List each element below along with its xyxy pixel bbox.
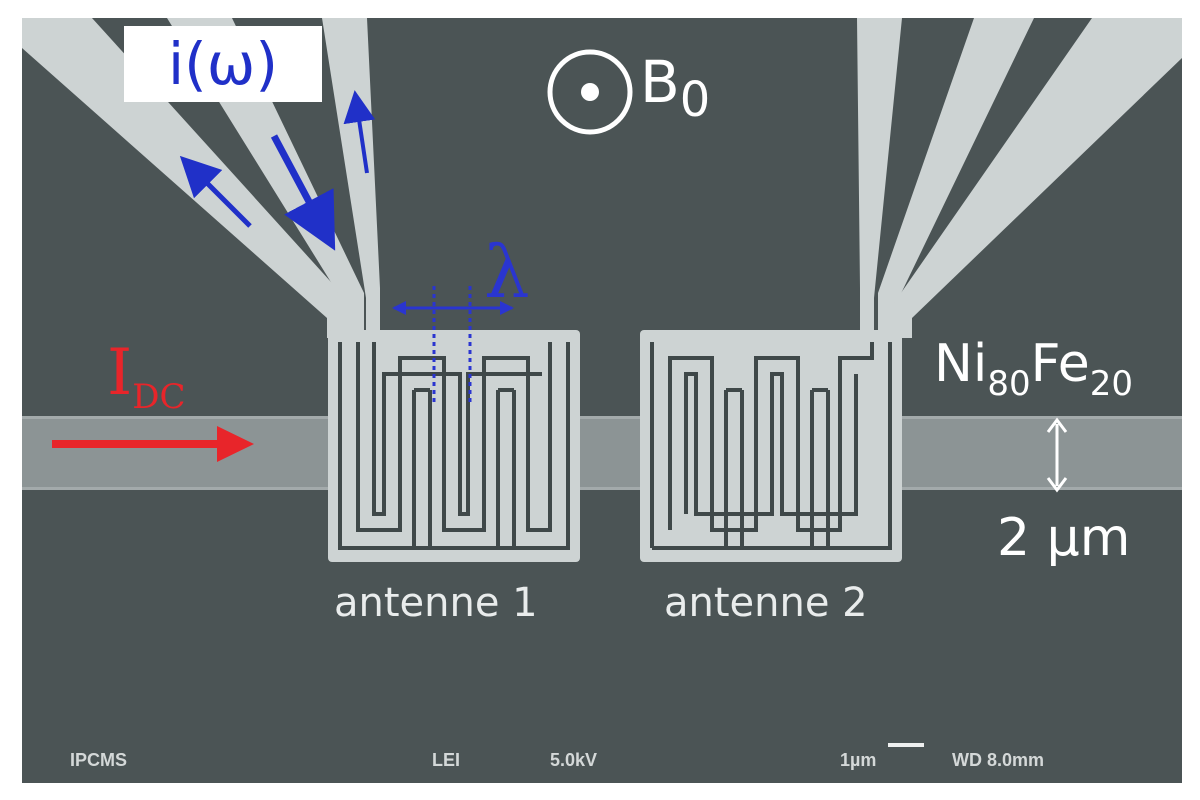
material-element-1: Ni — [934, 334, 988, 394]
sem-mode: LEI — [432, 750, 461, 770]
nife-strip — [22, 416, 1182, 490]
device-scene — [22, 18, 1182, 562]
ac-current-arrow-3 — [343, 90, 376, 174]
wavelength-label: λ — [484, 230, 530, 314]
feedline-2-inner — [857, 18, 902, 338]
field-subscript: 0 — [679, 72, 711, 128]
antenna-2 — [640, 330, 902, 562]
material-element-2: Fe — [1030, 334, 1090, 394]
sem-image: i(ω) B0 IDC λ Ni80Fe20 2 µm antenne 1 an… — [22, 18, 1182, 783]
material-subscript-1: 80 — [987, 364, 1031, 404]
field-symbol: B — [640, 48, 680, 116]
ac-current-label-box: i(ω) — [124, 26, 322, 102]
material-subscript-2: 20 — [1089, 364, 1133, 404]
b0-out-of-plane-icon — [547, 49, 633, 135]
sem-working-distance: WD 8.0mm — [952, 750, 1045, 770]
sem-scale-bar — [888, 743, 924, 747]
ac-current-arrow-1 — [179, 155, 252, 228]
sem-voltage: 5.0kV — [550, 750, 598, 770]
nife-strip-edge-top — [22, 416, 1182, 419]
dc-current-subscript: DC — [132, 377, 186, 417]
dc-current-arrow — [52, 426, 254, 462]
width-double-arrow — [1046, 417, 1068, 493]
field-label: B0 — [640, 48, 710, 128]
dc-current-label: IDC — [107, 336, 186, 417]
nife-strip-edge-bottom — [22, 487, 1182, 490]
ac-current-label: i(ω) — [168, 30, 278, 98]
wavelength-marker — [392, 286, 514, 406]
antenna-2-label: antenne 2 — [664, 580, 868, 626]
dc-current-symbol: I — [107, 336, 133, 410]
antenna-1-label: antenne 1 — [334, 580, 538, 626]
ac-current-arrow-2 — [270, 134, 336, 251]
feedline-2-outer — [894, 18, 1182, 338]
antenna-1 — [328, 330, 580, 562]
material-label: Ni80Fe20 — [934, 334, 1133, 404]
strip-width-label: 2 µm — [997, 508, 1131, 568]
feedline-2-mid — [878, 18, 1034, 338]
sem-scale-label: 1µm — [840, 750, 877, 770]
sem-lab-name: IPCMS — [70, 750, 128, 770]
